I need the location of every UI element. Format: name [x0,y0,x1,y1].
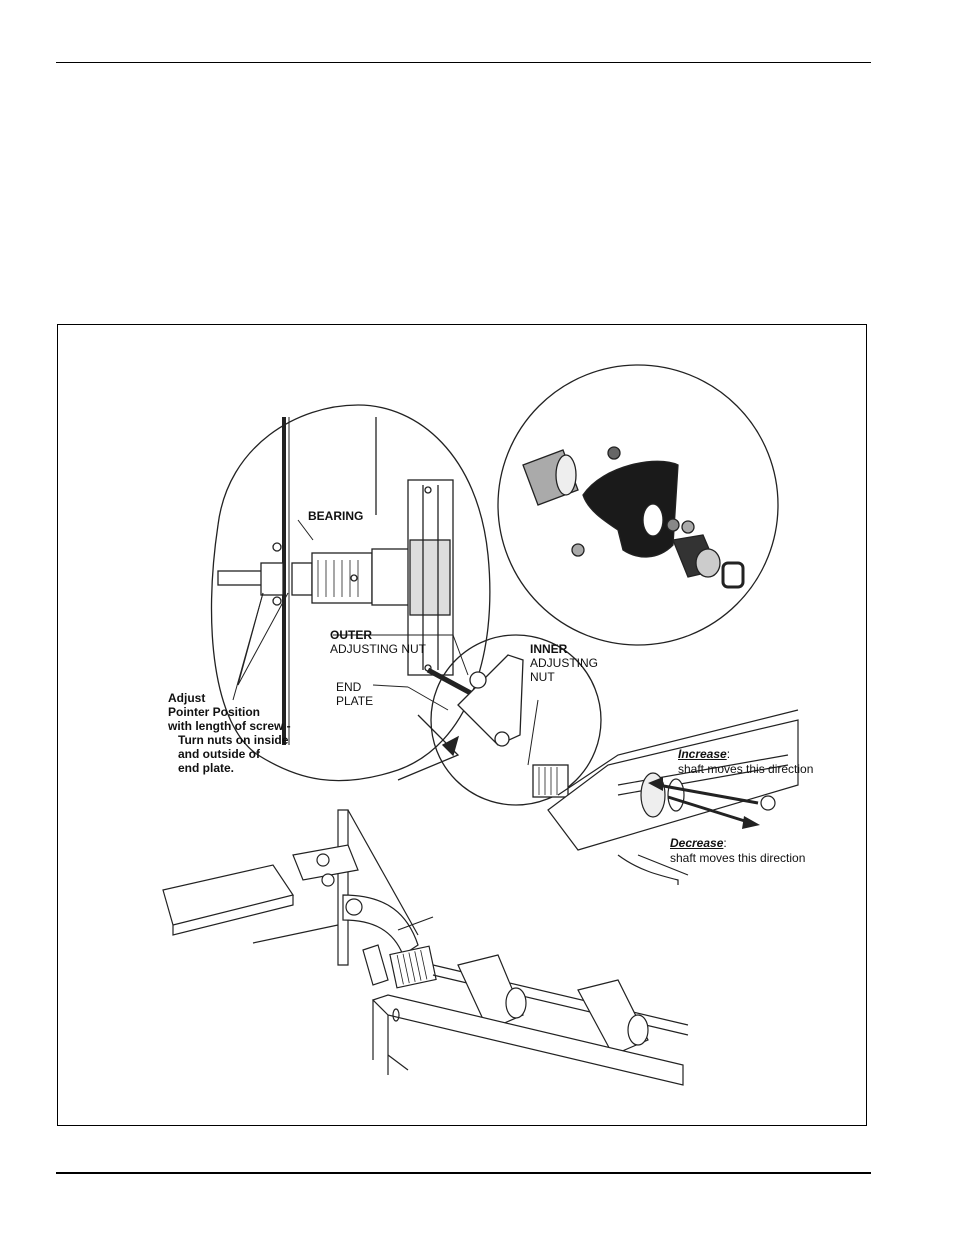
increase-description: shaft moves this direction [678,762,813,776]
bearing-label: BEARING [308,509,363,523]
inner-adjusting-nut-label-line2: ADJUSTING [530,656,598,670]
end-plate-label-line2: PLATE [336,694,373,708]
adjust-note-line4: Turn nuts on inside [178,733,288,747]
inner-adjusting-nut-label-line1: INNER [530,642,567,656]
outer-adjusting-nut-label-line1: OUTER [330,628,372,642]
end-plate-label-line1: END [336,680,361,694]
adjust-note-line1: Adjust [168,691,205,705]
main-assembly-bottom [163,810,688,1085]
footer-rule [56,1172,871,1174]
inner-adjusting-nut-label-line3: NUT [530,670,555,684]
adjust-note-line6: end plate. [178,761,234,775]
adjust-note-line2: Pointer Position [168,705,260,719]
decrease-description: shaft moves this direction [670,851,805,865]
exploded-view-circle [498,365,778,645]
adjust-note-line3: with length of screw - [168,719,291,733]
adjustment-figure: BEARING OUTER ADJUSTING NUT INNER ADJUST… [57,324,867,1126]
decrease-colon: : [723,836,726,850]
adjust-note-line5: and outside of [178,747,260,761]
decrease-word: Decrease [670,836,723,850]
outer-adjusting-nut-label-line2: ADJUSTING NUT [330,642,426,656]
decrease-label: Decrease: [670,836,727,850]
increase-word: Increase [678,747,727,761]
increase-label: Increase: [678,747,730,761]
header-rule [56,62,871,63]
increase-colon: : [727,747,730,761]
